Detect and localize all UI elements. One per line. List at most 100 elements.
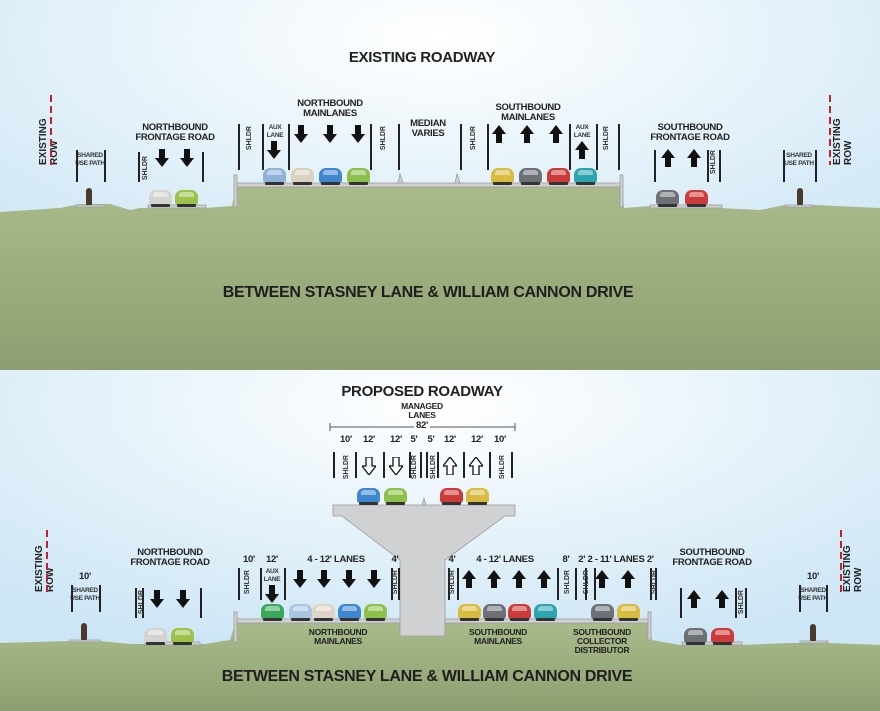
up-arrow-icon — [715, 590, 729, 608]
lane-divider-line — [104, 150, 106, 182]
existing-row-right: EXISTING ROW — [832, 118, 854, 165]
shoulder-label: SHLDR — [244, 570, 251, 595]
up-arrow-icon — [595, 570, 609, 588]
proposed-row-left: EXISTING ROW — [34, 545, 56, 592]
lane-divider-line — [142, 588, 144, 618]
nb-aux-width: 12' — [266, 554, 278, 565]
lane-divider-line — [262, 124, 264, 170]
aux-lane: AUX LANE — [263, 568, 281, 584]
car — [261, 604, 284, 621]
managed-lane-width: 5' — [410, 434, 418, 445]
car — [685, 190, 708, 207]
lane-divider-line — [815, 150, 817, 182]
down-arrow-icon — [342, 570, 356, 588]
existing-row-line-left — [50, 95, 52, 165]
existing-title: EXISTING ROADWAY — [348, 49, 496, 66]
existing-row-left: EXISTING ROW — [38, 118, 60, 165]
car — [483, 604, 506, 621]
shoulder-label: SHLDR — [246, 126, 253, 151]
car — [364, 604, 387, 621]
pedestrian-icon — [86, 188, 92, 205]
lane-divider-line — [463, 452, 465, 478]
car — [458, 604, 481, 621]
sb-frontage-pavement — [649, 204, 723, 209]
pedestrian-icon — [810, 624, 816, 641]
lane-divider-line — [487, 124, 489, 170]
car — [312, 604, 335, 621]
car — [384, 488, 407, 505]
nb-mainlanes-label: NORTHBOUND MAINLANES — [308, 627, 368, 646]
car — [466, 488, 489, 505]
shoulder-label: SHLDR — [564, 570, 571, 595]
car — [591, 604, 614, 621]
car — [547, 168, 570, 185]
car — [171, 628, 194, 645]
down-arrow-icon — [294, 125, 308, 143]
shoulder-label: SHLDR — [138, 590, 145, 615]
pedestrian-icon — [81, 623, 87, 640]
sb-mainlanes-label: SOUTHBOUND MAINLANES — [469, 627, 527, 646]
shoulder-label: SHLDR — [430, 455, 437, 480]
shoulder-label: SHLDR — [142, 156, 149, 181]
sb-mainlanes-label: SOUTHBOUND MAINLANES — [495, 102, 561, 123]
proposed-row-line-right — [840, 530, 842, 592]
lane-divider-line — [398, 568, 400, 600]
managed-lanes-pier — [332, 504, 516, 637]
up-arrow-icon — [492, 125, 506, 143]
car — [711, 628, 734, 645]
lane-divider-line — [707, 150, 709, 182]
lane-divider-line — [457, 568, 459, 600]
up-arrow-icon — [621, 570, 635, 588]
lane-divider-line — [138, 152, 140, 182]
car — [617, 604, 640, 621]
managed-lane-width: 12' — [390, 434, 402, 445]
car — [534, 604, 557, 621]
shoulder-label: SHLDR — [651, 570, 658, 595]
lane-divider-line — [569, 124, 571, 170]
sb-frontage-label: SOUTHBOUND FRONTAGE ROAD — [672, 547, 752, 568]
shoulder-label: SHLDR — [603, 126, 610, 151]
down-arrow-icon — [180, 149, 194, 167]
car — [440, 488, 463, 505]
lane-divider-line — [799, 585, 801, 612]
managed-lane-width: 5' — [427, 434, 435, 445]
managed-lane-width: 12' — [363, 434, 375, 445]
car — [263, 168, 286, 185]
aux-lane-sb: AUX LANE — [573, 124, 591, 140]
down-arrow-icon — [150, 590, 164, 608]
lane-divider-line — [448, 568, 450, 600]
shoulder-label: SHLDR — [583, 570, 590, 595]
lane-divider-line — [745, 588, 747, 618]
sb-cd-lanes-width: 2' 2 - 11' LANES 2' — [578, 554, 654, 565]
shared-use-path-right-width: 10' — [807, 571, 819, 582]
lane-divider-line — [650, 568, 652, 600]
down-arrow-icon — [176, 590, 190, 608]
lane-divider-line — [284, 568, 286, 600]
lane-divider-line — [596, 124, 598, 170]
proposed-row-line-left — [46, 530, 48, 592]
shared-use-path-right: SHARED USE PATH — [784, 152, 814, 168]
lane-divider-line — [654, 150, 656, 182]
lane-divider-line — [260, 568, 262, 600]
lane-divider-line — [409, 452, 411, 478]
shoulder-label: SHLDR — [470, 126, 477, 151]
car — [319, 168, 342, 185]
managed-lane-width: 12' — [444, 434, 456, 445]
up-arrow-icon — [520, 125, 534, 143]
lane-divider-line — [489, 452, 491, 478]
down-arrow-icon — [360, 456, 378, 477]
down-arrow-icon — [293, 570, 307, 588]
lane-divider-line — [783, 150, 785, 182]
up-arrow-icon — [441, 455, 459, 476]
shared-use-path-left: SHARED USE PATH — [70, 587, 100, 603]
shoulder-label: SHLDR — [343, 455, 350, 480]
lane-divider-line — [370, 124, 372, 170]
lane-divider-line — [238, 568, 240, 600]
existing-location: BETWEEN STASNEY LANE & WILLIAM CANNON DR… — [222, 284, 634, 301]
lane-divider-line — [333, 452, 335, 478]
nb-lanes-width: 4 - 12' LANES — [307, 554, 365, 565]
sb-lanes-width: 4 - 12' LANES — [476, 554, 534, 565]
lane-divider-line — [575, 568, 577, 600]
lane-divider-line — [511, 452, 513, 478]
